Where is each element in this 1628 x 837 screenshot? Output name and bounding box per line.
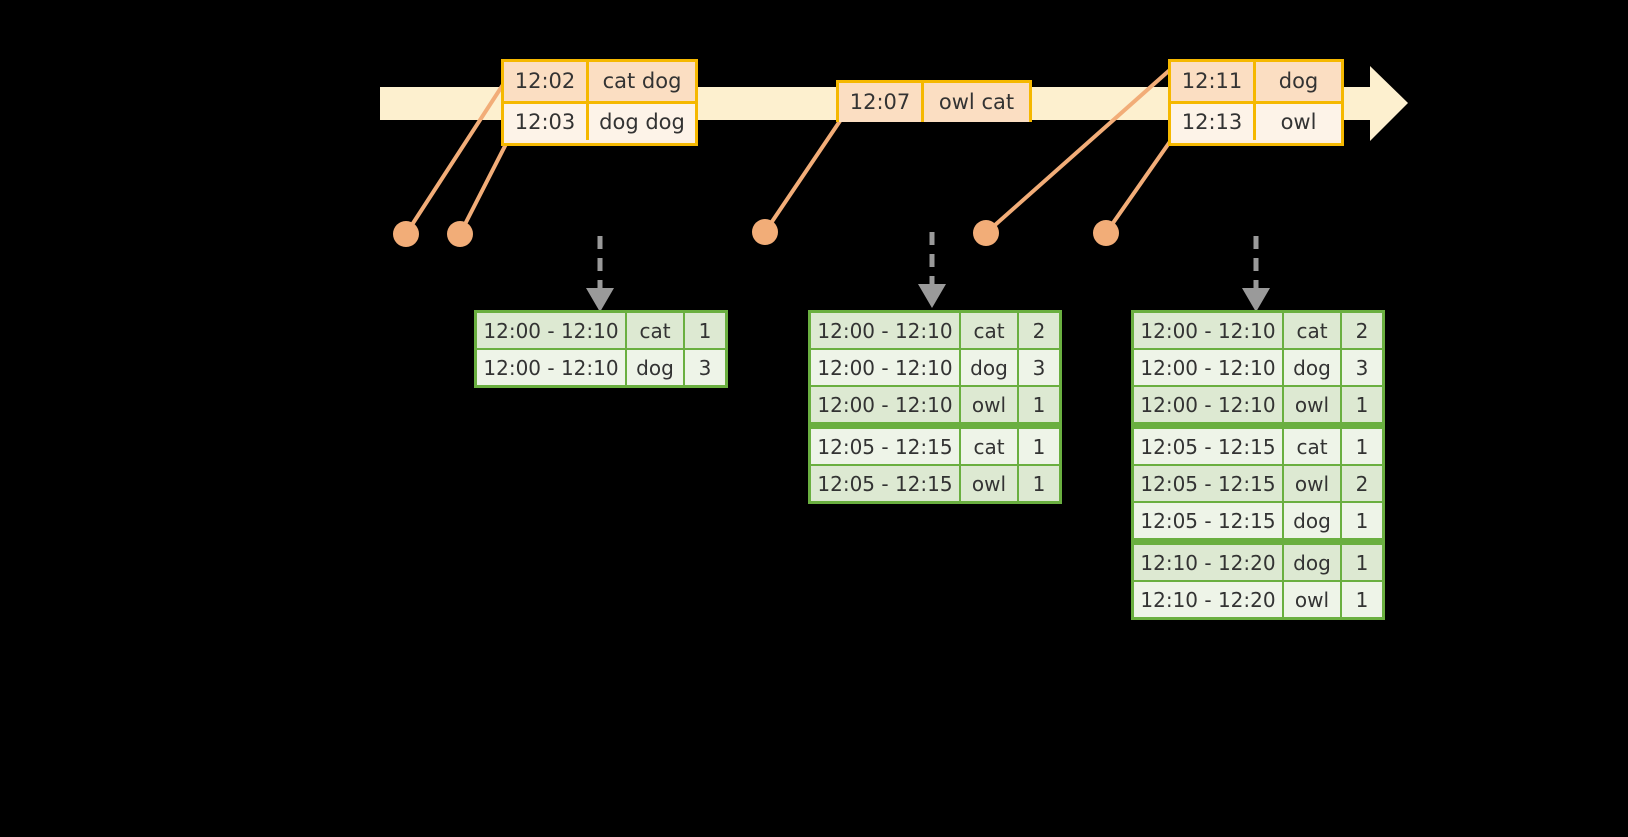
table-row[interactable]: 12:00 - 12:10 owl 1 xyxy=(811,387,1059,422)
key-cell: dog xyxy=(1284,350,1340,385)
result-table-3[interactable]: 12:00 - 12:10 cat 2 12:00 - 12:10 dog 3 … xyxy=(1131,310,1385,620)
table-row[interactable]: 12:00 - 12:10 dog 3 xyxy=(811,350,1059,385)
event-words: owl cat xyxy=(924,83,1029,122)
count-cell: 1 xyxy=(1342,503,1382,538)
table-row[interactable]: 12:00 - 12:10 cat 2 xyxy=(811,313,1059,348)
event-words: cat dog xyxy=(589,62,695,101)
table-row[interactable]: 12:10 - 12:20 owl 1 xyxy=(1134,582,1382,617)
count-cell: 2 xyxy=(1342,466,1382,501)
table-row[interactable]: 12:05 - 12:15 cat 1 xyxy=(1134,429,1382,464)
key-cell: owl xyxy=(1284,582,1340,617)
key-cell: dog xyxy=(627,350,683,385)
emit-marker-3[interactable] xyxy=(752,219,778,245)
window-cell: 12:05 - 12:15 xyxy=(811,466,959,501)
emit-arrows xyxy=(597,232,1259,290)
event-row[interactable]: 12:03 dog dog xyxy=(504,101,695,140)
emit-marker-5[interactable] xyxy=(1093,220,1119,246)
key-cell: cat xyxy=(961,313,1017,348)
event-time: 12:11 xyxy=(1171,62,1256,101)
count-cell: 1 xyxy=(1342,545,1382,580)
result-table-1[interactable]: 12:00 - 12:10 cat 1 12:00 - 12:10 dog 3 xyxy=(474,310,728,388)
event-group-3[interactable]: 12:11 dog 12:13 owl xyxy=(1168,59,1344,146)
event-words: dog xyxy=(1256,62,1341,101)
table-row[interactable]: 12:00 - 12:10 cat 2 xyxy=(1134,313,1382,348)
window-cell: 12:10 - 12:20 xyxy=(1134,545,1282,580)
event-row[interactable]: 12:02 cat dog xyxy=(504,62,695,101)
count-cell: 1 xyxy=(1342,387,1382,422)
window-cell: 12:00 - 12:10 xyxy=(811,387,959,422)
window-cell: 12:00 - 12:10 xyxy=(811,313,959,348)
key-cell: cat xyxy=(1284,313,1340,348)
window-cell: 12:00 - 12:10 xyxy=(1134,313,1282,348)
table-row[interactable]: 12:00 - 12:10 dog 3 xyxy=(1134,350,1382,385)
window-cell: 12:05 - 12:15 xyxy=(1134,503,1282,538)
table-row[interactable]: 12:10 - 12:20 dog 1 xyxy=(1134,545,1382,580)
key-cell: owl xyxy=(1284,387,1340,422)
emit-arrowheads xyxy=(586,284,1270,312)
window-group-separator xyxy=(1134,424,1382,427)
window-cell: 12:05 - 12:15 xyxy=(1134,429,1282,464)
count-cell: 1 xyxy=(1019,387,1059,422)
count-cell: 3 xyxy=(1342,350,1382,385)
count-cell: 1 xyxy=(1019,466,1059,501)
key-cell: owl xyxy=(961,387,1017,422)
count-cell: 1 xyxy=(1019,429,1059,464)
table-row[interactable]: 12:00 - 12:10 owl 1 xyxy=(1134,387,1382,422)
window-cell: 12:00 - 12:10 xyxy=(811,350,959,385)
window-cell: 12:05 - 12:15 xyxy=(811,429,959,464)
window-cell: 12:10 - 12:20 xyxy=(1134,582,1282,617)
event-words: owl xyxy=(1256,104,1341,140)
emit-marker-4[interactable] xyxy=(973,220,999,246)
event-time: 12:13 xyxy=(1171,104,1256,140)
window-cell: 12:00 - 12:10 xyxy=(477,313,625,348)
window-group-separator xyxy=(811,424,1059,427)
key-cell: dog xyxy=(961,350,1017,385)
count-cell: 1 xyxy=(1342,429,1382,464)
event-words: dog dog xyxy=(589,104,695,140)
window-cell: 12:05 - 12:15 xyxy=(1134,466,1282,501)
event-row[interactable]: 12:07 owl cat xyxy=(839,83,1029,122)
event-time: 12:02 xyxy=(504,62,589,101)
event-row[interactable]: 12:13 owl xyxy=(1171,101,1341,140)
event-time: 12:07 xyxy=(839,83,924,122)
table-row[interactable]: 12:00 - 12:10 cat 1 xyxy=(477,313,725,348)
count-cell: 1 xyxy=(685,313,725,348)
emit-marker-1[interactable] xyxy=(393,221,419,247)
table-row[interactable]: 12:05 - 12:15 owl 2 xyxy=(1134,466,1382,501)
table-row[interactable]: 12:05 - 12:15 owl 1 xyxy=(811,466,1059,501)
event-group-2[interactable]: 12:07 owl cat xyxy=(836,80,1032,122)
window-cell: 12:00 - 12:10 xyxy=(477,350,625,385)
count-cell: 2 xyxy=(1019,313,1059,348)
emit-marker-2[interactable] xyxy=(447,221,473,247)
table-row[interactable]: 12:00 - 12:10 dog 3 xyxy=(477,350,725,385)
window-cell: 12:00 - 12:10 xyxy=(1134,387,1282,422)
key-cell: dog xyxy=(1284,545,1340,580)
table-row[interactable]: 12:05 - 12:15 dog 1 xyxy=(1134,503,1382,538)
count-cell: 1 xyxy=(1342,582,1382,617)
event-group-1[interactable]: 12:02 cat dog 12:03 dog dog xyxy=(501,59,698,146)
window-cell: 12:00 - 12:10 xyxy=(1134,350,1282,385)
key-cell: cat xyxy=(961,429,1017,464)
key-cell: cat xyxy=(627,313,683,348)
count-cell: 3 xyxy=(685,350,725,385)
key-cell: dog xyxy=(1284,503,1340,538)
key-cell: cat xyxy=(1284,429,1340,464)
event-time: 12:03 xyxy=(504,104,589,140)
window-group-separator xyxy=(1134,540,1382,543)
count-cell: 2 xyxy=(1342,313,1382,348)
count-cell: 3 xyxy=(1019,350,1059,385)
table-row[interactable]: 12:05 - 12:15 cat 1 xyxy=(811,429,1059,464)
event-row[interactable]: 12:11 dog xyxy=(1171,62,1341,101)
key-cell: owl xyxy=(1284,466,1340,501)
result-table-2[interactable]: 12:00 - 12:10 cat 2 12:00 - 12:10 dog 3 … xyxy=(808,310,1062,504)
key-cell: owl xyxy=(961,466,1017,501)
